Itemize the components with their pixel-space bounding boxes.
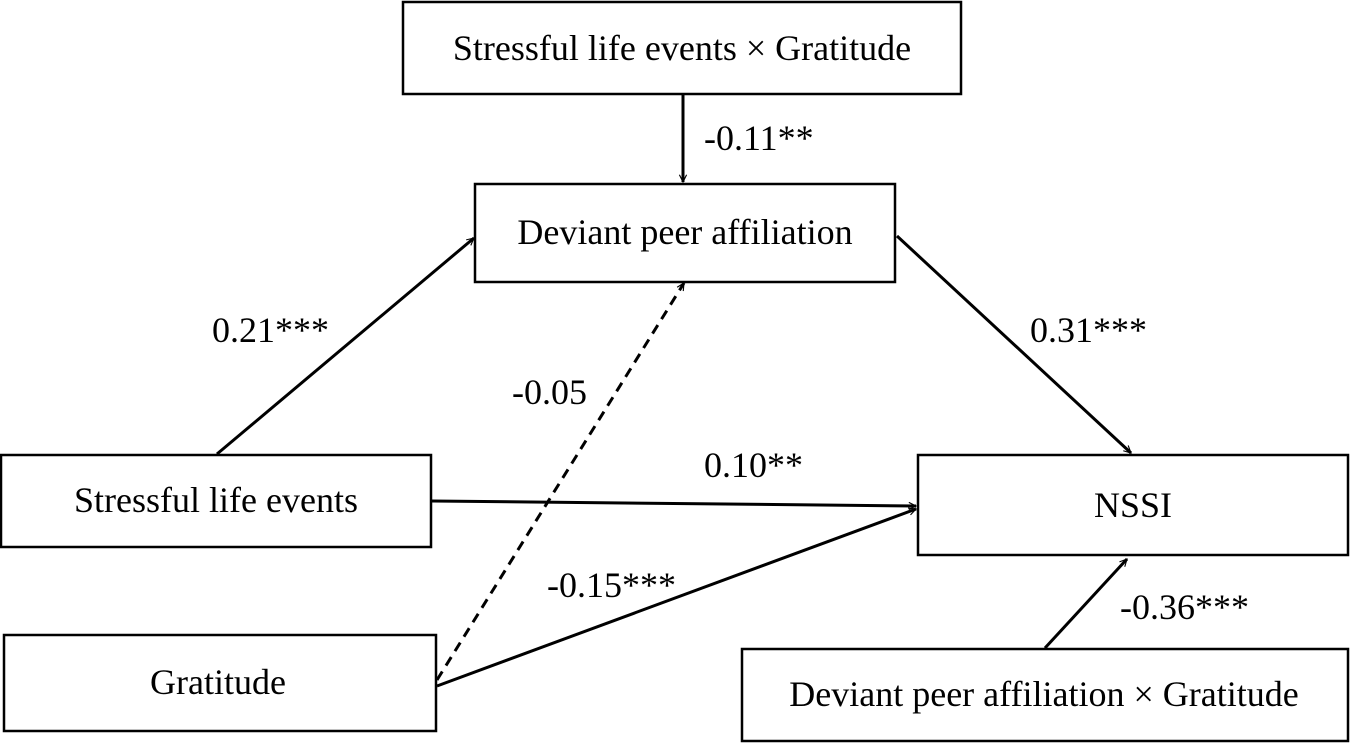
node-gratitude-label: Gratitude xyxy=(150,662,286,702)
node-interaction-sle-gratitude-label: Stressful life events × Gratitude xyxy=(453,28,911,68)
arrow-sle-to-dpa xyxy=(216,236,475,456)
node-nssi-label: NSSI xyxy=(1094,485,1172,525)
node-stressful-life-events-label: Stressful life events xyxy=(74,480,358,520)
node-interaction-dpa-gratitude: Deviant peer affiliation × Gratitude xyxy=(740,647,1350,743)
node-interaction-dpa-gratitude-label: Deviant peer affiliation × Gratitude xyxy=(789,674,1298,714)
arrow-interaction-to-nssi xyxy=(1043,557,1129,650)
coef-dpa-to-nssi: 0.31*** xyxy=(1030,310,1147,350)
node-deviant-peer-affiliation-label: Deviant peer affiliation xyxy=(517,212,852,252)
arrow-gratitude-to-nssi xyxy=(436,509,916,688)
arrow-gratitude-to-dpa-dashed xyxy=(435,283,686,681)
node-nssi: NSSI xyxy=(916,453,1350,557)
node-deviant-peer-affiliation: Deviant peer affiliation xyxy=(473,182,897,284)
coef-sle-to-dpa: 0.21*** xyxy=(212,310,329,350)
arrow-sle-to-nssi xyxy=(431,499,916,506)
coef-gratitude-to-dpa: -0.05 xyxy=(512,372,587,412)
coef-sle-to-nssi: 0.10** xyxy=(704,445,803,485)
arrow-dpa-to-nssi xyxy=(895,234,1133,455)
coef-gratitude-to-nssi: -0.15*** xyxy=(547,565,676,605)
node-interaction-sle-gratitude: Stressful life events × Gratitude xyxy=(401,0,963,96)
node-stressful-life-events: Stressful life events xyxy=(0,453,433,549)
coef-interaction-to-nssi: -0.36*** xyxy=(1120,587,1249,627)
node-gratitude: Gratitude xyxy=(2,633,438,733)
coef-interaction-to-dpa: -0.11** xyxy=(704,118,814,158)
